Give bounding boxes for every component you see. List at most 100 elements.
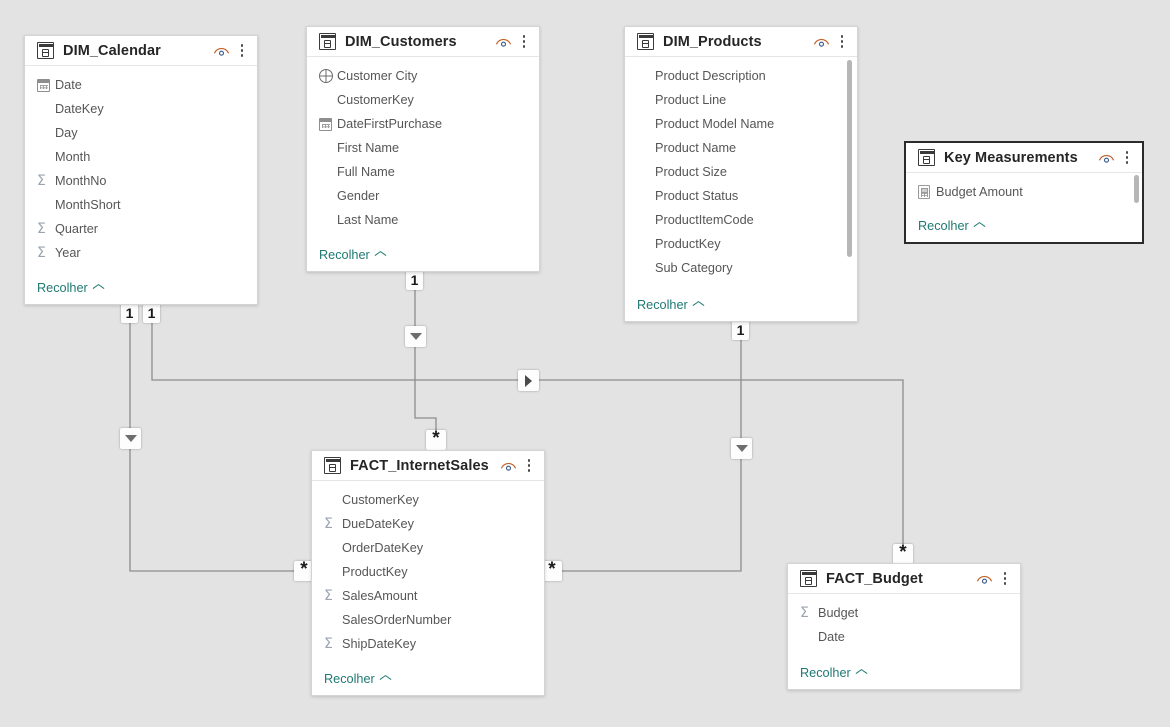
hide-eye-icon[interactable] bbox=[1098, 151, 1115, 164]
field-label: Product Description bbox=[655, 69, 766, 83]
field-row[interactable]: Gender bbox=[307, 184, 539, 208]
collapse-button[interactable]: Recolher bbox=[324, 672, 391, 686]
table-header[interactable]: DIM_Calendar bbox=[25, 36, 257, 66]
table-title: Key Measurements bbox=[944, 149, 1078, 166]
cross-filter-direction-icon[interactable] bbox=[405, 326, 426, 347]
more-options-icon[interactable] bbox=[522, 457, 536, 475]
hide-eye-icon[interactable] bbox=[495, 35, 512, 48]
table-card-key-measurements[interactable]: Key Measurements Budget Amount Recolher bbox=[904, 141, 1144, 244]
field-row[interactable]: CustomerKey bbox=[312, 488, 544, 512]
field-row[interactable]: SalesOrderNumber bbox=[312, 608, 544, 632]
hide-eye-icon[interactable] bbox=[500, 459, 517, 472]
collapse-button[interactable]: Recolher bbox=[918, 219, 985, 233]
table-footer: Recolher bbox=[25, 276, 257, 304]
field-row[interactable]: Month bbox=[25, 145, 257, 169]
field-row[interactable]: Sub Category bbox=[625, 256, 857, 280]
more-options-icon[interactable] bbox=[235, 42, 249, 60]
field-row[interactable]: CustomerKey bbox=[307, 88, 539, 112]
table-header[interactable]: Key Measurements bbox=[906, 143, 1142, 173]
field-row[interactable]: ProductKey bbox=[625, 232, 857, 256]
badge-label: * bbox=[548, 559, 556, 580]
more-options-icon[interactable] bbox=[1120, 149, 1134, 167]
cardinality-badge-one[interactable]: 1 bbox=[143, 302, 160, 323]
field-label: Product Status bbox=[655, 189, 739, 203]
field-label: SalesAmount bbox=[342, 589, 418, 603]
field-label: Quarter bbox=[55, 222, 99, 236]
more-options-icon[interactable] bbox=[835, 33, 849, 51]
field-row[interactable]: Product Model Name bbox=[625, 112, 857, 136]
cardinality-badge-one[interactable]: 1 bbox=[732, 319, 749, 340]
table-card-dim-customers[interactable]: DIM_Customers Customer City CustomerKey … bbox=[306, 26, 540, 272]
field-row[interactable]: ProductItemCode bbox=[625, 208, 857, 232]
hide-eye-icon[interactable] bbox=[976, 572, 993, 585]
field-row[interactable]: MonthShort bbox=[25, 193, 257, 217]
collapse-button[interactable]: Recolher bbox=[37, 281, 104, 295]
field-row[interactable]: Budget Amount bbox=[906, 180, 1142, 204]
table-header[interactable]: FACT_Budget bbox=[788, 564, 1020, 594]
cardinality-badge-one[interactable]: 1 bbox=[406, 269, 423, 290]
table-header[interactable]: DIM_Customers bbox=[307, 27, 539, 57]
badge-label: 1 bbox=[125, 304, 134, 321]
field-row[interactable]: Product Description bbox=[625, 64, 857, 88]
field-list[interactable]: Customer City CustomerKey DateFirstPurch… bbox=[307, 57, 539, 243]
field-label: Budget bbox=[818, 606, 859, 620]
cardinality-badge-one[interactable]: 1 bbox=[121, 302, 138, 323]
table-header[interactable]: DIM_Products bbox=[625, 27, 857, 57]
field-row[interactable]: Date bbox=[788, 625, 1020, 649]
chevron-up-icon bbox=[693, 302, 704, 309]
calendar-icon bbox=[319, 117, 337, 131]
cross-filter-direction-icon[interactable] bbox=[518, 370, 539, 391]
hide-eye-icon[interactable] bbox=[213, 44, 230, 57]
table-card-dim-products[interactable]: DIM_Products Product Description Product… bbox=[624, 26, 858, 322]
field-row[interactable]: Product Status bbox=[625, 184, 857, 208]
hide-eye-icon[interactable] bbox=[813, 35, 830, 48]
cardinality-badge-many[interactable]: * bbox=[542, 559, 562, 581]
collapse-button[interactable]: Recolher bbox=[637, 298, 704, 312]
collapse-button[interactable]: Recolher bbox=[800, 666, 867, 680]
cardinality-badge-many[interactable]: * bbox=[893, 543, 913, 564]
field-row[interactable]: OrderDateKey bbox=[312, 536, 544, 560]
vertical-scrollbar[interactable] bbox=[1134, 175, 1139, 203]
field-row[interactable]: First Name bbox=[307, 136, 539, 160]
cross-filter-direction-icon[interactable] bbox=[120, 428, 141, 449]
field-row[interactable]: Product Size bbox=[625, 160, 857, 184]
collapse-button[interactable]: Recolher bbox=[319, 248, 386, 262]
sigma-icon: Σ bbox=[324, 516, 333, 532]
field-list[interactable]: Product Description Product Line Product… bbox=[625, 57, 857, 293]
table-header[interactable]: FACT_InternetSales bbox=[312, 451, 544, 481]
field-row[interactable]: Date bbox=[25, 73, 257, 97]
field-label: SalesOrderNumber bbox=[342, 613, 452, 627]
cross-filter-direction-icon[interactable] bbox=[731, 438, 752, 459]
field-row[interactable]: Product Name bbox=[625, 136, 857, 160]
vertical-scrollbar[interactable] bbox=[847, 60, 852, 257]
collapse-label: Recolher bbox=[324, 672, 375, 686]
chevron-up-icon bbox=[974, 223, 985, 230]
cardinality-badge-many[interactable]: * bbox=[426, 429, 446, 450]
field-row[interactable]: Customer City bbox=[307, 64, 539, 88]
more-options-icon[interactable] bbox=[517, 33, 531, 51]
field-row[interactable]: Last Name bbox=[307, 208, 539, 232]
field-row[interactable]: Full Name bbox=[307, 160, 539, 184]
field-list[interactable]: Budget Amount bbox=[906, 173, 1142, 214]
field-row[interactable]: Day bbox=[25, 121, 257, 145]
table-title: FACT_InternetSales bbox=[350, 457, 489, 474]
field-row[interactable]: DateKey bbox=[25, 97, 257, 121]
field-row[interactable]: DateFirstPurchase bbox=[307, 112, 539, 136]
more-options-icon[interactable] bbox=[998, 570, 1012, 588]
field-row[interactable]: ProductKey bbox=[312, 560, 544, 584]
field-row[interactable]: Product Line bbox=[625, 88, 857, 112]
